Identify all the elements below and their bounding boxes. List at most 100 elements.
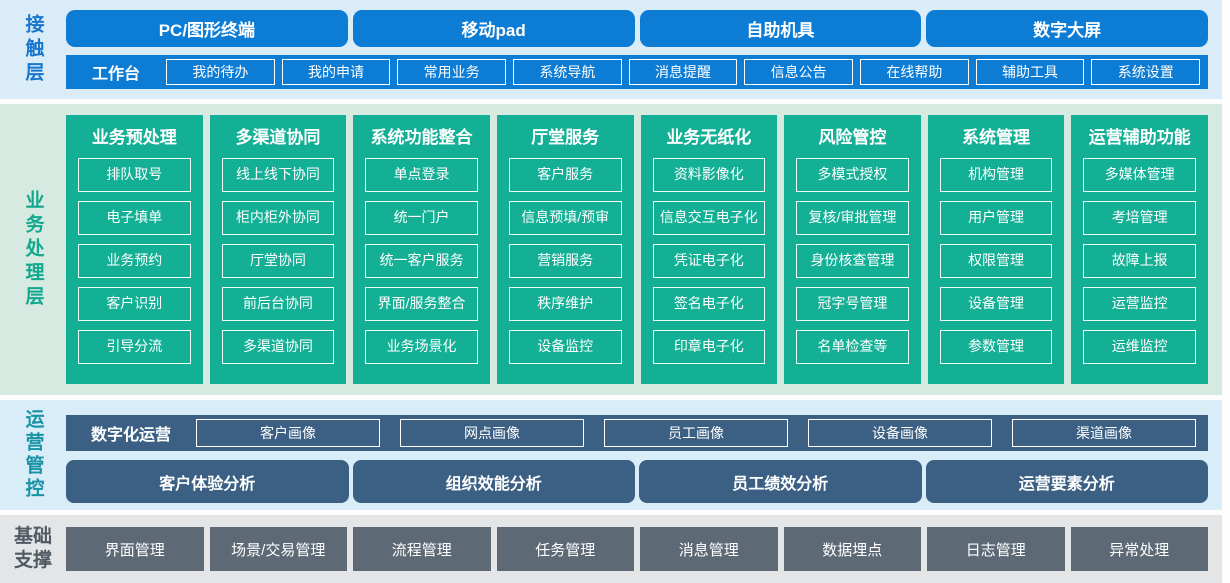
business-item: 统一客户服务 bbox=[365, 244, 478, 278]
workbench-label: 工作台 bbox=[91, 66, 140, 83]
business-column: 系统功能整合单点登录统一门户统一客户服务界面/服务整合业务场景化 bbox=[353, 115, 490, 384]
business-column: 风险管控多模式授权复核/审批管理身份核查管理冠字号管理名单检查等 bbox=[784, 115, 921, 384]
business-item: 客户服务 bbox=[508, 158, 622, 192]
portrait-boxes: 客户画像网点画像员工画像设备画像渠道画像 bbox=[196, 419, 1208, 447]
terminal-button: 数字大屏 bbox=[926, 10, 1208, 47]
analysis-row: 客户体验分析组织效能分析员工绩效分析运营要素分析 bbox=[66, 460, 1208, 503]
business-column: 业务预处理排队取号电子填单业务预约客户识别引导分流 bbox=[66, 115, 203, 384]
business-column: 系统管理机构管理用户管理权限管理设备管理参数管理 bbox=[927, 115, 1065, 384]
business-item: 统一门户 bbox=[365, 201, 478, 235]
foundation-box: 数据埋点 bbox=[783, 527, 921, 571]
foundation-box: 任务管理 bbox=[496, 527, 634, 571]
business-column-title: 系统管理 bbox=[962, 128, 1031, 147]
business-layer-label-col: 业务处理层 bbox=[0, 104, 66, 395]
business-column-title: 运营辅助功能 bbox=[1088, 128, 1191, 147]
workbench-item: 系统导航 bbox=[513, 59, 622, 85]
contact-layer-label: 接触层 bbox=[22, 13, 44, 86]
business-item: 权限管理 bbox=[939, 244, 1053, 278]
terminal-button: 移动pad bbox=[352, 10, 635, 47]
business-item: 机构管理 bbox=[939, 158, 1053, 192]
business-item: 设备监控 bbox=[508, 330, 622, 364]
business-item: 多模式授权 bbox=[796, 158, 909, 192]
business-column-title: 业务无纸化 bbox=[666, 128, 752, 147]
foundation-box: 界面管理 bbox=[66, 527, 204, 571]
business-item: 印章电子化 bbox=[652, 330, 766, 364]
business-column: 厅堂服务客户服务信息预填/预审营销服务秩序维护设备监控 bbox=[496, 115, 634, 384]
business-item: 单点登录 bbox=[365, 158, 478, 192]
foundation-box: 流程管理 bbox=[353, 527, 491, 571]
business-item: 冠字号管理 bbox=[796, 287, 909, 321]
business-item: 资料影像化 bbox=[652, 158, 766, 192]
business-layer-label: 业务处理层 bbox=[22, 189, 44, 310]
business-item: 用户管理 bbox=[939, 201, 1053, 235]
terminal-button: PC/图形终端 bbox=[66, 10, 348, 47]
business-item: 前后台协同 bbox=[221, 287, 335, 321]
workbench-item: 信息公告 bbox=[744, 59, 854, 85]
workbench-item: 我的申请 bbox=[281, 59, 391, 85]
business-item: 业务场景化 bbox=[365, 330, 478, 364]
business-item: 多媒体管理 bbox=[1083, 158, 1196, 192]
portrait-box: 设备画像 bbox=[808, 419, 992, 447]
foundation-box: 异常处理 bbox=[1070, 527, 1208, 571]
portrait-box: 客户画像 bbox=[196, 419, 380, 447]
operations-layer-section: 运营管控 数字化运营 客户画像网点画像员工画像设备画像渠道画像 客户体验分析组织… bbox=[0, 400, 1222, 510]
foundation-box: 日志管理 bbox=[927, 527, 1065, 571]
analysis-button: 客户体验分析 bbox=[66, 460, 349, 503]
digital-ops-bar: 数字化运营 客户画像网点画像员工画像设备画像渠道画像 bbox=[66, 415, 1208, 451]
business-column-title: 系统功能整合 bbox=[370, 128, 473, 147]
business-item: 电子填单 bbox=[78, 201, 191, 235]
digital-ops-label: 数字化运营 bbox=[90, 427, 171, 444]
business-item: 参数管理 bbox=[939, 330, 1053, 364]
business-item: 信息交互电子化 bbox=[652, 201, 766, 235]
business-column: 多渠道协同线上线下协同柜内柜外协同厅堂协同前后台协同多渠道协同 bbox=[209, 115, 347, 384]
workbench-item: 我的待办 bbox=[166, 59, 275, 85]
business-column: 业务无纸化资料影像化信息交互电子化凭证电子化签名电子化印章电子化 bbox=[640, 115, 778, 384]
portrait-box: 网点画像 bbox=[400, 419, 584, 447]
foundation-box: 消息管理 bbox=[640, 527, 778, 571]
business-column: 运营辅助功能多媒体管理考培管理故障上报运营监控运维监控 bbox=[1071, 115, 1208, 384]
business-item: 运维监控 bbox=[1083, 330, 1196, 364]
foundation-row: 界面管理场景/交易管理流程管理任务管理消息管理数据埋点日志管理异常处理 bbox=[66, 527, 1208, 571]
business-item: 故障上报 bbox=[1083, 244, 1196, 278]
business-item: 厅堂协同 bbox=[221, 244, 335, 278]
analysis-button: 员工绩效分析 bbox=[639, 460, 922, 503]
workbench-item: 系统设置 bbox=[1091, 59, 1201, 85]
business-item: 多渠道协同 bbox=[221, 330, 335, 364]
workbench-item: 常用业务 bbox=[397, 59, 507, 85]
business-item: 业务预约 bbox=[78, 244, 191, 278]
business-item: 排队取号 bbox=[78, 158, 191, 192]
business-columns: 业务预处理排队取号电子填单业务预约客户识别引导分流多渠道协同线上线下协同柜内柜外… bbox=[66, 104, 1208, 395]
business-item: 考培管理 bbox=[1083, 201, 1196, 235]
business-item: 营销服务 bbox=[508, 244, 622, 278]
contact-layer-label-col: 接触层 bbox=[0, 0, 66, 99]
business-item: 复核/审批管理 bbox=[796, 201, 909, 235]
business-item: 柜内柜外协同 bbox=[221, 201, 335, 235]
business-item: 秩序维护 bbox=[508, 287, 622, 321]
workbench-item: 在线帮助 bbox=[860, 59, 969, 85]
workbench-bar: 工作台 我的待办我的申请常用业务系统导航消息提醒信息公告在线帮助辅助工具系统设置 bbox=[66, 55, 1208, 89]
business-item: 签名电子化 bbox=[652, 287, 766, 321]
business-item: 客户识别 bbox=[78, 287, 191, 321]
workbench-item: 消息提醒 bbox=[628, 59, 738, 85]
business-column-title: 业务预处理 bbox=[91, 128, 177, 147]
business-item: 线上线下协同 bbox=[221, 158, 335, 192]
business-item: 信息预填/预审 bbox=[508, 201, 622, 235]
foundation-layer-label: 基础支撑 bbox=[13, 526, 52, 571]
business-item: 身份核查管理 bbox=[796, 244, 909, 278]
business-column-title: 多渠道协同 bbox=[235, 128, 321, 147]
workbench-item: 辅助工具 bbox=[975, 59, 1085, 85]
business-column-title: 风险管控 bbox=[818, 128, 887, 147]
operations-layer-label-col: 运营管控 bbox=[0, 400, 66, 510]
operations-layer-label: 运营管控 bbox=[22, 409, 44, 501]
business-item: 引导分流 bbox=[78, 330, 191, 364]
terminal-button: 自助机具 bbox=[639, 10, 922, 47]
business-item: 凭证电子化 bbox=[652, 244, 766, 278]
business-item: 界面/服务整合 bbox=[365, 287, 478, 321]
foundation-layer-label-col: 基础支撑 bbox=[0, 515, 66, 583]
business-item: 设备管理 bbox=[939, 287, 1053, 321]
business-item: 名单检查等 bbox=[796, 330, 909, 364]
portrait-box: 渠道画像 bbox=[1012, 419, 1196, 447]
analysis-button: 组织效能分析 bbox=[352, 460, 635, 503]
